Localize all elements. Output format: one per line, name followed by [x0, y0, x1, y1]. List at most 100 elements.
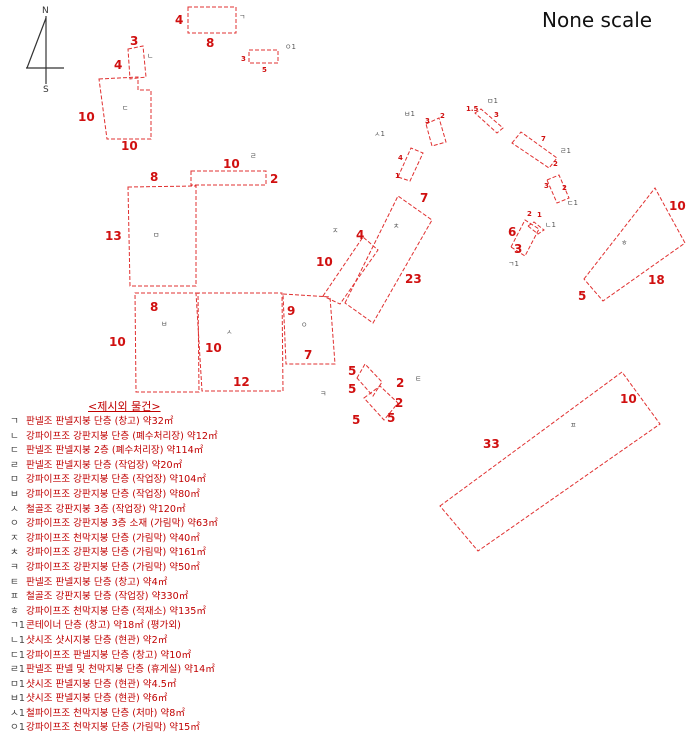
building-id-ieung-1: ㅇ1: [285, 43, 296, 51]
legend-text: 강파이프조 강판지붕 단층 (작업장) 약104㎡: [26, 474, 206, 486]
dim-label: 5: [387, 411, 395, 425]
legend-text: 강파이프조 강판지붕 단층 (가림막) 약50㎡: [26, 561, 200, 573]
legend-text: 샷시조 판넬지붕 단층 (현관) 약4.5㎡: [26, 678, 177, 690]
building-id-chieut: ㅊ: [393, 222, 399, 230]
building-outline-nieun: [127, 45, 147, 80]
dim-label: 7: [541, 135, 546, 143]
building-outline-nieun-1: [527, 221, 545, 235]
dim-label: 10: [223, 157, 240, 171]
dim-label: 3: [425, 117, 430, 125]
legend-item: ㄹ 판넬조 판넬지붕 단층 (작업장) 약20㎡: [10, 459, 310, 474]
dim-label: 3: [241, 55, 246, 63]
north-arrow-head: [26, 17, 47, 69]
dim-label: 4: [356, 228, 364, 242]
dim-label: 5: [348, 364, 356, 378]
legend-item: ㅅ1철파이프조 천막지붕 단층 (처마) 약8㎡: [10, 707, 310, 722]
dim-label: 8: [206, 36, 214, 50]
legend-item: ㄷ1강파이프조 판넬지붕 단층 (창고) 약10㎡: [10, 649, 310, 664]
dim-label: 10: [669, 199, 686, 213]
legend-item: ㅁ1샷시조 판넬지붕 단층 (현관) 약4.5㎡: [10, 678, 310, 693]
north-label: N: [42, 6, 49, 16]
building-outline-digeut-1: [546, 174, 570, 204]
dimension-labels: 4 8 3 4 10 10 3 5 10 2 8 13 8 10 10 12 9…: [78, 13, 686, 451]
legend-symbol: ㄱ1: [10, 620, 25, 632]
dim-label: 10: [121, 139, 138, 153]
building-id-bieup: ㅂ: [161, 320, 167, 328]
legend-text: 샷시조 판넬지붕 단층 (현관) 약6㎡: [26, 693, 168, 705]
legend-item: ㅁ 강파이프조 강판지붕 단층 (작업장) 약104㎡: [10, 473, 310, 488]
building-id-bieup-1: ㅂ1: [404, 110, 415, 118]
building-id-giyeok-1: ㄱ1: [508, 260, 519, 268]
legend-symbol: ㄹ: [10, 459, 19, 471]
legend-symbol: ㅌ: [10, 576, 19, 588]
legend-text: 철파이프조 천막지붕 단층 (처마) 약8㎡: [26, 707, 185, 719]
dim-label: 1: [395, 172, 400, 180]
legend-symbol: ㅇ: [10, 518, 19, 530]
legend-item: ㅅ 철골조 강판지붕 3층 (작업장) 약120㎡: [10, 503, 310, 518]
legend-symbol: ㅅ1: [10, 707, 25, 719]
building-id-tieut: ㅌ: [415, 375, 421, 383]
legend-text: 강파이프조 강판지붕 단층 (가림막) 약161㎡: [26, 547, 206, 559]
legend-text: 콘테이너 단층 (창고) 약18㎡ (평가외): [26, 620, 181, 632]
site-plan-drawing: N S ㄱ ㄴ: [26, 6, 686, 552]
dim-label: 3: [494, 111, 499, 119]
legend-symbol: ㅂ: [10, 488, 19, 500]
dim-label: 9: [287, 304, 295, 318]
building-outlines: [98, 6, 686, 552]
building-id-mieum: ㅁ: [153, 231, 159, 239]
dim-label: 13: [105, 229, 122, 243]
legend-text: 강파이프조 강판지붕 3층 소재 (가림막) 약63㎡: [26, 518, 218, 530]
dim-label: 4: [175, 13, 183, 27]
building-id-labels: ㄱ ㄴ ㄷ ㅇ1 ㄹ ㅁ ㅂ ㅅ ㅇ ㅈ ㅊ ㅋ ㅌ ㅍ ㅎ ㅂ1 ㅁ1 ㅅ1 …: [122, 13, 627, 429]
building-id-rieul-1: ㄹ1: [560, 147, 571, 155]
legend-symbol: ㅅ: [10, 503, 19, 515]
building-id-mieum-1: ㅁ1: [487, 97, 498, 105]
legend-symbol: ㅁ1: [10, 678, 25, 690]
building-id-hieut: ㅎ: [621, 239, 627, 247]
building-outline-digeut: [98, 76, 152, 140]
legend-text: 판넬조 판넬지붕 단층 (작업장) 약20㎡: [26, 459, 183, 471]
dim-label: 1: [537, 211, 542, 219]
legend-text: 판넬조 판넬지붕 2층 (폐수처리장) 약114㎡: [26, 445, 204, 457]
legend-symbol: ㅍ: [10, 591, 19, 603]
legend-text: 샷시조 샷시지붕 단층 (현관) 약2㎡: [26, 634, 168, 646]
dim-label: 10: [109, 335, 126, 349]
legend-text: 강파이프조 강판지붕 단층 (폐수처리장) 약12㎡: [26, 430, 218, 442]
dim-label: 4: [114, 58, 122, 72]
dim-label: 10: [620, 392, 637, 406]
dim-label: 3: [130, 34, 138, 48]
building-id-siot: ㅅ: [226, 328, 232, 336]
legend-symbol: ㅂ1: [10, 693, 25, 705]
building-outline-chieut: [344, 195, 433, 324]
dim-label: 18: [648, 273, 665, 287]
legend-text: 강파이프조 천막지붕 단층 (가림막) 약15㎡: [26, 722, 200, 734]
dim-label: 2: [395, 396, 403, 410]
dim-label: 7: [420, 191, 428, 205]
legend-text: 철골조 강판지붕 3층 (작업장) 약120㎡: [26, 503, 186, 515]
dim-label: 12: [233, 375, 250, 389]
building-outline-kieuk: [356, 363, 383, 397]
legend-symbol: ㄷ1: [10, 649, 25, 661]
building-outline-mieum-1: [474, 108, 504, 134]
building-id-nieun: ㄴ: [147, 52, 153, 60]
dim-label: 33: [483, 437, 500, 451]
dim-label: 4: [398, 154, 403, 162]
south-label: S: [43, 85, 49, 95]
site-plan: N S ㄱ ㄴ: [10, 6, 686, 733]
building-id-pieup: ㅍ: [570, 421, 576, 429]
building-id-nieun-1: ㄴ1: [545, 221, 556, 229]
legend-item: ㄹ1판넬조 판넬 및 천막지붕 단층 (휴게실) 약14㎡: [10, 663, 310, 678]
legend-symbol: ㅁ: [10, 474, 19, 486]
building-outline-hieut: [583, 187, 686, 302]
dim-label: 2: [553, 160, 558, 168]
building-outline-siot: [195, 292, 284, 392]
dim-label: 2: [396, 376, 404, 390]
legend-symbol: ㅎ: [10, 605, 19, 617]
building-id-rieul: ㄹ: [250, 152, 256, 160]
